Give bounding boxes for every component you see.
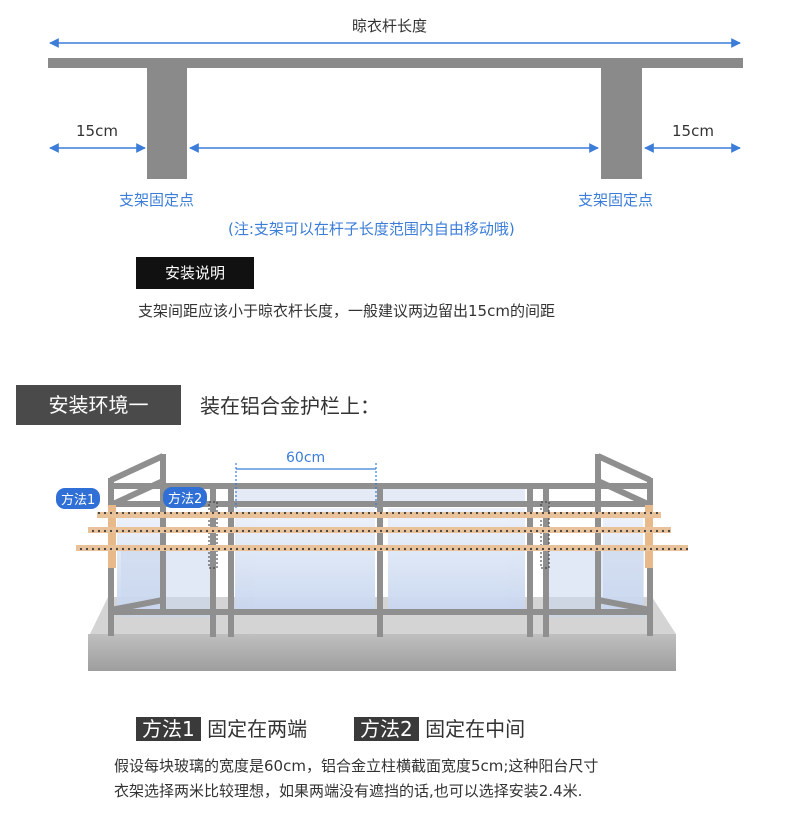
method2-tag: 方法2 [354,717,419,741]
method1-pill: 方法1 [56,488,101,509]
drying-pole [48,58,743,68]
method2-text: 固定在中间 [425,717,526,741]
method1-text: 固定在两端 [207,717,308,741]
method1-bracket-right [645,505,653,568]
environment-tag: 安装环境一 [16,385,181,425]
install-note-tag: 安装说明 [136,257,254,289]
description-line-2: 衣架选择两米比较理想，如果两端没有遮挡的话,也可以选择安装2.4米. [114,782,583,800]
left-bracket [147,68,187,179]
method1-bracket-left [108,505,116,568]
bracket-note: (注:支架可以在杆子长度范围内自由移动哦) [228,220,515,238]
install-note-text: 支架间距应该小于晾衣杆长度，一般建议两边留出15cm的间距 [138,302,555,320]
left-fixing-point-label: 支架固定点 [119,191,195,209]
method2-row: 方法2 固定在中间 [354,713,525,742]
drying-poles [76,512,688,551]
method2-bracket-right [540,501,550,569]
width-60cm-dimension [235,463,377,508]
right-bracket [601,68,642,179]
glass-panels [117,487,644,617]
method1-row: 方法1 固定在两端 [136,713,307,742]
width-60cm-label: 60cm [286,450,326,466]
description-line-1: 假设每块玻璃的宽度是60cm，铝合金立柱横截面宽度5cm;这种阳台尺寸 [114,757,599,775]
pole-length-label: 晾衣杆长度 [352,17,428,35]
method2-pill: 方法2 [163,487,208,508]
right-margin-label: 15cm [672,122,714,140]
left-margin-label: 15cm [76,122,118,140]
right-fixing-point-label: 支架固定点 [578,191,654,209]
method1-tag: 方法1 [136,717,201,741]
environment-heading: 装在铝合金护栏上： [200,394,380,418]
method2-bracket-left [208,501,218,569]
